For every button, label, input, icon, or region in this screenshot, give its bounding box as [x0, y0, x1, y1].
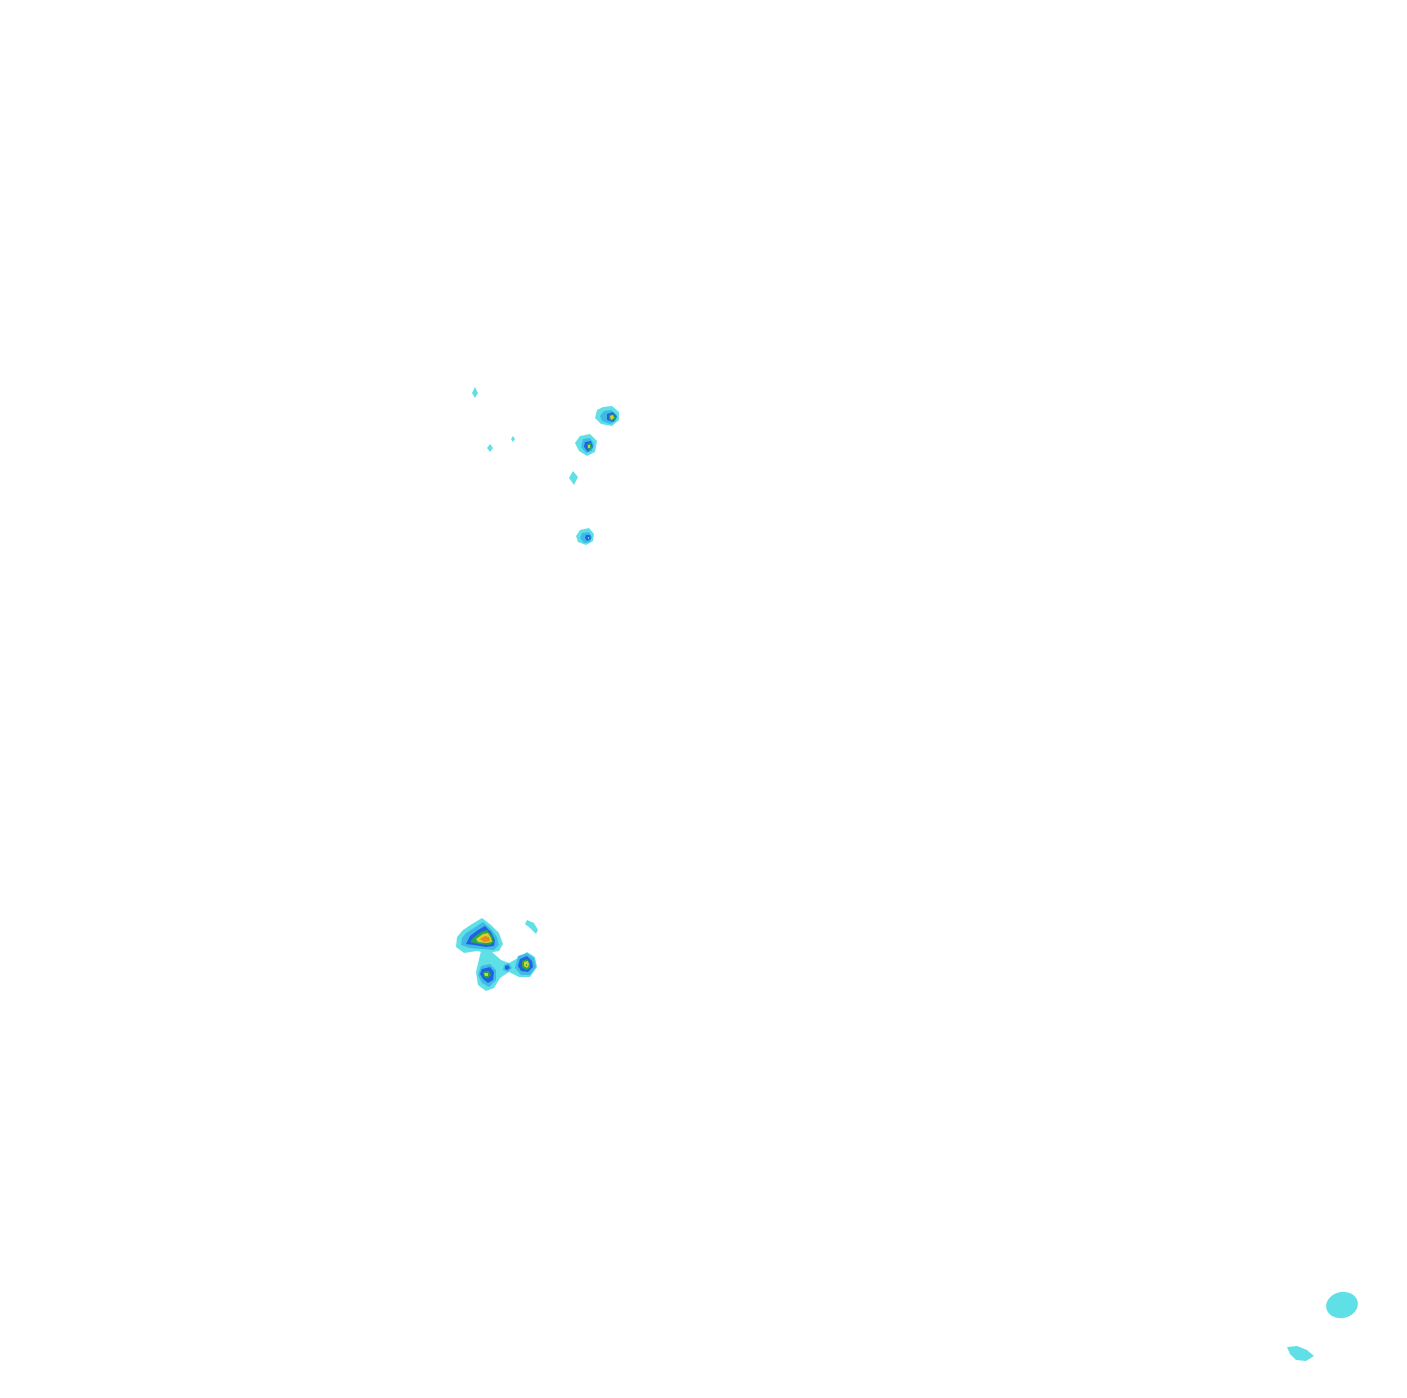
contour-spot: [472, 387, 478, 398]
contour-spot: [525, 920, 538, 934]
south-cluster: [456, 918, 538, 991]
contour-cell: [588, 445, 590, 448]
contour-patch: [1326, 1291, 1358, 1319]
contour-spot: [511, 436, 515, 442]
contour-spot: [505, 965, 510, 970]
contour-patch: [1287, 1346, 1314, 1361]
southeast-patches: [1287, 1291, 1358, 1361]
contour-cell: [480, 936, 490, 942]
contour-cell: [588, 537, 589, 539]
contour-cell: [610, 415, 614, 420]
contour-cell: [526, 964, 527, 966]
contour-spot: [487, 444, 493, 452]
contour-spot: [569, 471, 578, 485]
contour-cell: [484, 973, 488, 976]
north-cluster: [472, 387, 619, 545]
